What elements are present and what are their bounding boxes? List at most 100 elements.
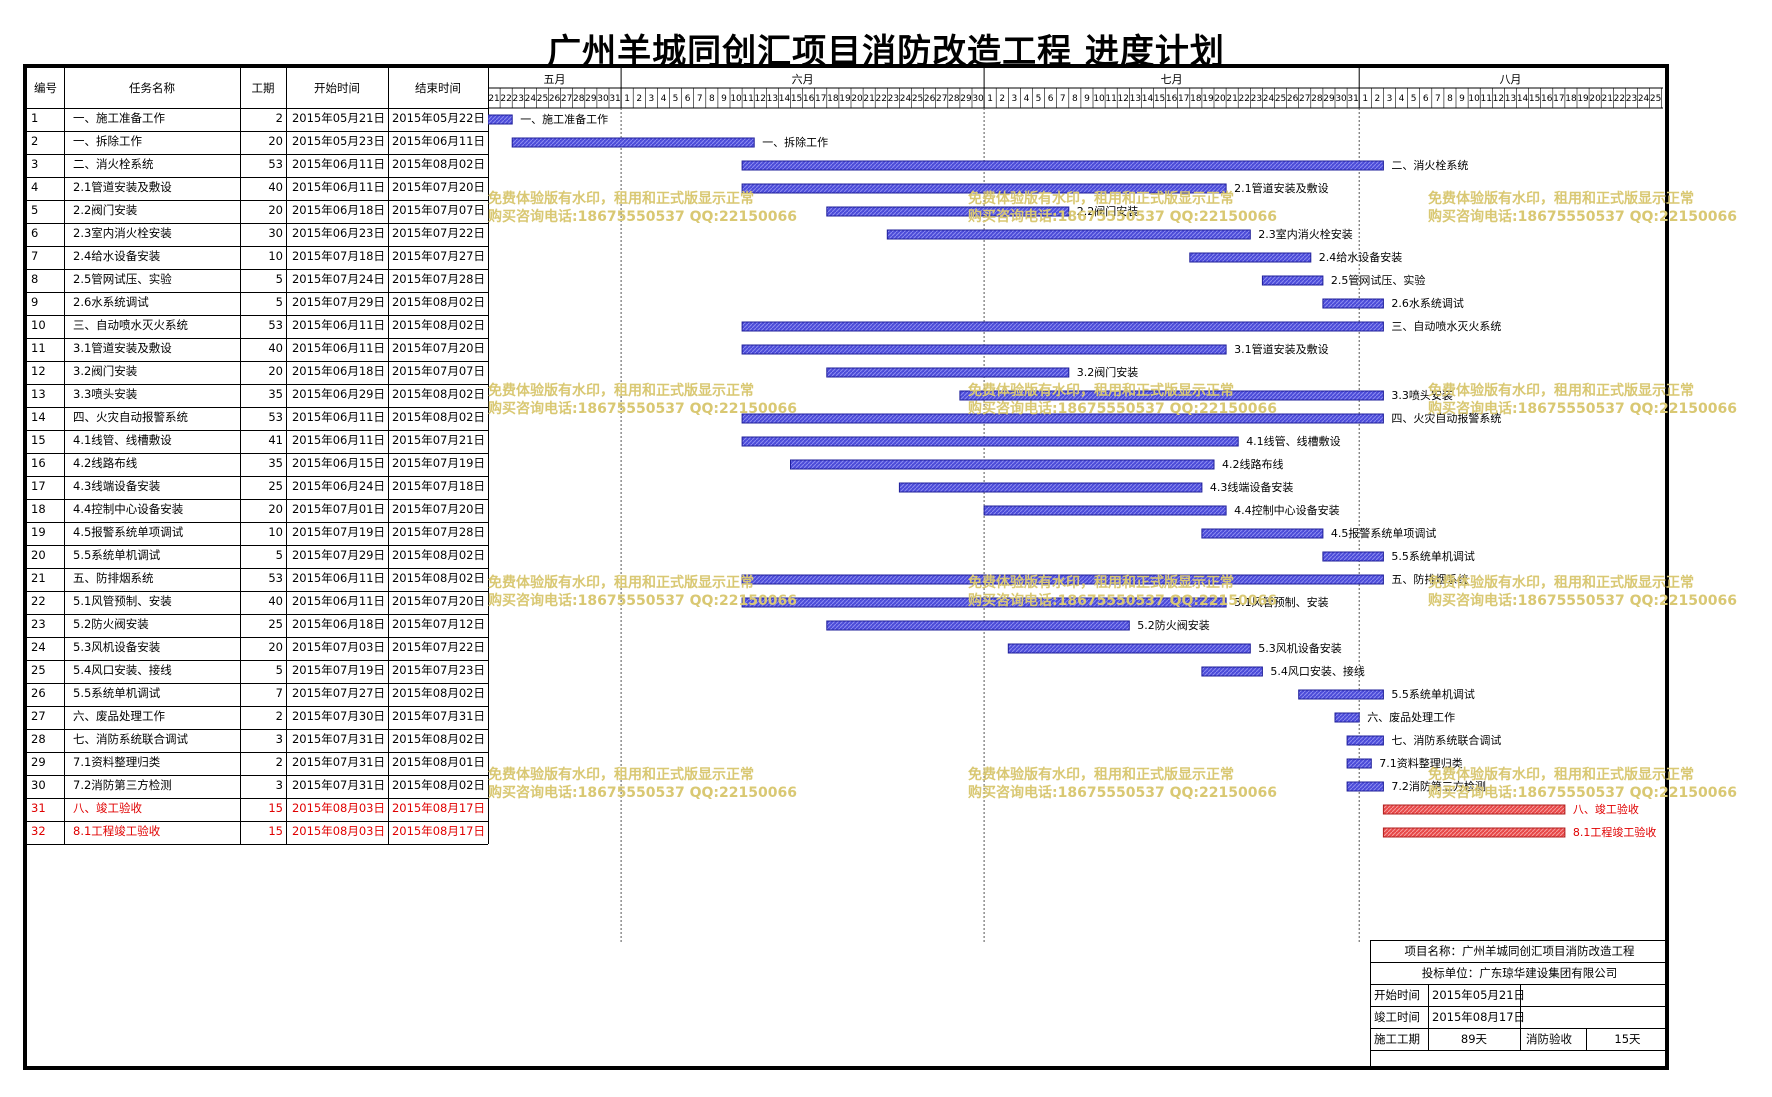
task-id: 26: [31, 686, 46, 700]
task-duration: 35: [268, 456, 283, 470]
gantt-bar-label: 5.3风机设备安装: [1258, 641, 1342, 655]
row-divider: [27, 430, 488, 431]
gantt-bar: [959, 390, 1384, 401]
row-divider: [27, 453, 488, 454]
task-start: 2015年07月29日: [291, 295, 385, 309]
gantt-bar: [1322, 551, 1384, 562]
gantt-bar-label: 4.5报警系统单项调试: [1331, 526, 1437, 540]
column-header-start: 开始时间: [314, 81, 360, 95]
gantt-bar: [741, 344, 1227, 355]
watermark-line-1: 免费体验版有水印，租用和正式版显示正常: [968, 575, 1234, 591]
watermark-text: 免费体验版有水印，租用和正式版显示正常购买咨询电话:18675550537 QQ…: [488, 766, 797, 802]
gantt-bar-label: 4.3线端设备安装: [1210, 480, 1294, 494]
day-tick-label: 16: [1166, 94, 1178, 104]
task-id: 21: [31, 571, 46, 585]
day-tick-label: 23: [1626, 94, 1637, 104]
task-duration: 53: [268, 318, 283, 332]
task-end: 2015年08月01日: [391, 755, 485, 769]
task-duration: 7: [275, 686, 283, 700]
gantt-bar: [1201, 528, 1324, 539]
month-label: 五月: [544, 73, 566, 86]
task-end: 2015年07月27日: [391, 249, 485, 263]
day-tick-label: 28: [1311, 94, 1323, 104]
row-divider: [27, 844, 488, 845]
task-id: 16: [31, 456, 46, 470]
watermark-line-1: 免费体验版有水印，租用和正式版显示正常: [1428, 767, 1694, 783]
gantt-bar: [898, 482, 1203, 493]
task-duration: 53: [268, 157, 283, 171]
day-tick-label: 10: [1468, 94, 1480, 104]
task-end: 2015年08月02日: [391, 732, 485, 746]
day-tick-label: 13: [767, 94, 778, 104]
task-id: 28: [31, 732, 46, 746]
task-start: 2015年07月01日: [291, 502, 385, 516]
task-end: 2015年08月02日: [391, 318, 485, 332]
gantt-bar: [1298, 689, 1384, 700]
day-tick-label: 11: [742, 94, 753, 104]
gantt-bar-label: 六、废品处理工作: [1367, 710, 1455, 724]
gantt-bar: [790, 459, 1215, 470]
task-name: 三、自动喷水灭火系统: [73, 318, 188, 332]
gantt-bar-label: 八、竣工验收: [1573, 802, 1639, 816]
day-tick-label: 22: [1239, 94, 1250, 104]
task-end: 2015年08月02日: [391, 571, 485, 585]
watermark-line-2: 购买咨询电话:18675550537 QQ:22150066: [1428, 209, 1737, 225]
task-start: 2015年06月18日: [291, 364, 385, 378]
gantt-bar-label: 3.2阀门安装: [1077, 365, 1139, 379]
task-id: 10: [31, 318, 46, 332]
task-duration: 3: [275, 778, 283, 792]
gantt-bar-label: 二、消火栓系统: [1391, 158, 1468, 172]
day-tick-label: 7: [1060, 94, 1066, 104]
column-header-duration: 工期: [251, 81, 275, 95]
day-tick-label: 23: [1251, 94, 1262, 104]
task-id: 3: [31, 157, 39, 171]
info-duration-label: 施工工期: [1374, 1032, 1420, 1046]
task-id: 18: [31, 502, 46, 516]
task-duration: 5: [275, 663, 283, 677]
gantt-bar-label: 七、消防系统联合调试: [1391, 733, 1501, 747]
row-divider: [27, 177, 488, 178]
task-end: 2015年06月11日: [391, 134, 485, 148]
task-duration: 53: [268, 410, 283, 424]
task-start: 2015年06月11日: [291, 341, 385, 355]
day-tick-label: 18: [827, 94, 839, 104]
day-tick-label: 8: [709, 94, 715, 104]
gantt-bar-label: 2.2阀门安装: [1077, 204, 1139, 218]
gantt-bar: [1201, 666, 1263, 677]
task-id: 9: [31, 295, 39, 309]
task-start: 2015年06月11日: [291, 594, 385, 608]
day-tick-label: 17: [815, 94, 826, 104]
gantt-bar: [741, 574, 1384, 585]
day-tick-label: 29: [585, 94, 597, 104]
task-id: 19: [31, 525, 46, 539]
day-tick-label: 25: [912, 94, 923, 104]
gantt-bar-label: 7.2消防第三方检测: [1391, 779, 1486, 793]
gantt-bar: [1346, 735, 1384, 746]
gantt-bar-label: 5.2防火阀安装: [1137, 618, 1210, 632]
task-name: 8.1工程竣工验收: [73, 824, 161, 838]
task-name: 5.5系统单机调试: [73, 548, 161, 562]
watermark-line-2: 购买咨询电话:18675550537 QQ:22150066: [488, 593, 797, 609]
task-name: 2.4给水设备安装: [73, 249, 161, 263]
day-tick-label: 21: [1602, 94, 1613, 104]
task-start: 2015年07月29日: [291, 548, 385, 562]
day-tick-label: 1: [1362, 94, 1368, 104]
task-start: 2015年06月11日: [291, 180, 385, 194]
row-divider: [27, 223, 488, 224]
day-tick-label: 24: [900, 94, 912, 104]
task-start: 2015年05月21日: [291, 111, 385, 125]
task-name: 4.1线管、线槽敷设: [73, 433, 172, 447]
task-end: 2015年08月17日: [391, 801, 485, 815]
row-divider: [27, 821, 488, 822]
day-tick-label: 7: [1435, 94, 1441, 104]
task-duration: 15: [268, 824, 283, 838]
row-divider: [27, 683, 488, 684]
task-name: 4.3线端设备安装: [73, 479, 161, 493]
